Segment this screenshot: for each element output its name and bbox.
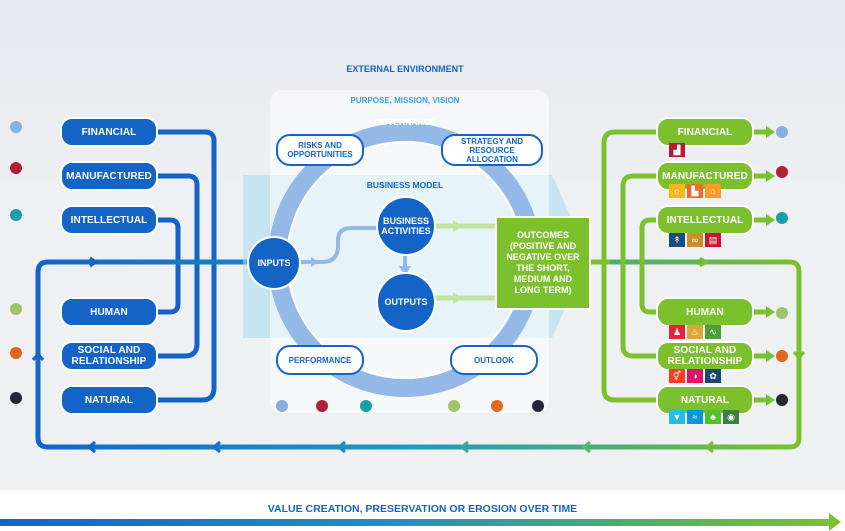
- consumption-icon: ∞: [687, 233, 703, 247]
- output-capital-human: HUMAN: [656, 297, 754, 327]
- footer-arrow-bar: [0, 519, 835, 526]
- business-activities-node: BUSINESS ACTIVITIES: [376, 196, 436, 256]
- equality-icon: ⚥: [669, 369, 685, 383]
- input-connectors: [158, 129, 217, 403]
- output-capital-social: SOCIAL AND RELATIONSHIP: [656, 341, 754, 371]
- center-dot-social: [491, 400, 503, 412]
- input-capital-intellectual: INTELLECTUAL: [60, 205, 158, 235]
- governance-label: GOVERNANCE: [374, 117, 436, 127]
- sdg-row-human: ♟♨∿: [669, 325, 721, 339]
- industry-icon: ▙: [687, 184, 703, 198]
- capital-dot-manufactured: [10, 162, 22, 174]
- outcome-dot-financial: [776, 126, 788, 138]
- output-arrowheads: [766, 126, 775, 406]
- outputs-node: OUTPUTS: [376, 272, 436, 332]
- input-capital-natural: NATURAL: [60, 385, 158, 415]
- outcome-dot-intellectual: [776, 212, 788, 224]
- outlook-pill: OUTLOOK: [450, 345, 538, 375]
- strategy-allocation-pill: STRATEGY AND RESOURCE ALLOCATION: [441, 134, 543, 166]
- health-icon: ∿: [705, 325, 721, 339]
- performance-pill: PERFORMANCE: [276, 345, 364, 375]
- capital-dot-human: [10, 303, 22, 315]
- input-capital-human: HUMAN: [60, 297, 158, 327]
- energy-icon: ☼: [669, 184, 685, 198]
- output-capital-intellectual: INTELLECTUAL: [656, 205, 754, 235]
- sdg-row-financial: ▟: [669, 143, 685, 157]
- growth-icon: ↟: [669, 233, 685, 247]
- outcome-dot-manufactured: [776, 166, 788, 178]
- business-model-label: BUSINESS MODEL: [366, 180, 444, 190]
- sdg-row-manufactured: ☼▙⌂: [669, 184, 721, 198]
- input-capital-manufactured: MANUFACTURED: [60, 161, 158, 191]
- risks-opportunities-pill: RISKS AND OPPORTUNITIES: [276, 134, 364, 166]
- external-environment-title: EXTERNAL ENVIRONMENT: [346, 64, 464, 74]
- output-connectors: [601, 129, 768, 403]
- cities-icon: ⌂: [705, 184, 721, 198]
- partnership-icon: ✿: [705, 369, 721, 383]
- footer-caption: VALUE CREATION, PRESERVATION OR EROSION …: [267, 503, 578, 515]
- sdg-row-natural: ▼≈♣◉: [669, 410, 739, 424]
- capital-dot-intellectual: [10, 209, 22, 221]
- outcome-dot-social: [776, 350, 788, 362]
- land-life-icon: ♣: [705, 410, 721, 424]
- outcome-dot-natural: [776, 394, 788, 406]
- sea-life-icon: ≈: [687, 410, 703, 424]
- output-capital-financial: FINANCIAL: [656, 117, 754, 147]
- center-dot-financial: [276, 400, 288, 412]
- capital-dot-social: [10, 347, 22, 359]
- center-dot-human: [448, 400, 460, 412]
- climate-icon: ◉: [723, 410, 739, 424]
- value-loop: [35, 259, 802, 450]
- sdg-row-intellectual: ↟∞▤: [669, 233, 721, 247]
- outcome-dot-human: [776, 307, 788, 319]
- justice-icon: ◑: [687, 369, 703, 383]
- capital-dot-natural: [10, 392, 22, 404]
- outcomes-box: OUTCOMES (POSITIVE AND NEGATIVE OVER THE…: [495, 216, 591, 310]
- poverty-icon: ♟: [669, 325, 685, 339]
- input-capital-social: SOCIAL AND RELATIONSHIP: [60, 341, 158, 371]
- water-icon: ▼: [669, 410, 685, 424]
- purpose-label: PURPOSE, MISSION, VISION: [350, 96, 460, 105]
- footer-arrowhead: [829, 513, 841, 531]
- input-capital-financial: FINANCIAL: [60, 117, 158, 147]
- sdg-row-social: ⚥◑✿: [669, 369, 721, 383]
- hunger-icon: ♨: [687, 325, 703, 339]
- capital-dot-financial: [10, 121, 22, 133]
- center-dot-intellectual: [360, 400, 372, 412]
- center-dot-natural: [532, 400, 544, 412]
- loop-chevrons: [31, 256, 806, 454]
- education-icon: ▤: [705, 233, 721, 247]
- inputs-node: INPUTS: [247, 236, 301, 290]
- center-dot-manufactured: [316, 400, 328, 412]
- growth-icon: ▟: [669, 143, 685, 157]
